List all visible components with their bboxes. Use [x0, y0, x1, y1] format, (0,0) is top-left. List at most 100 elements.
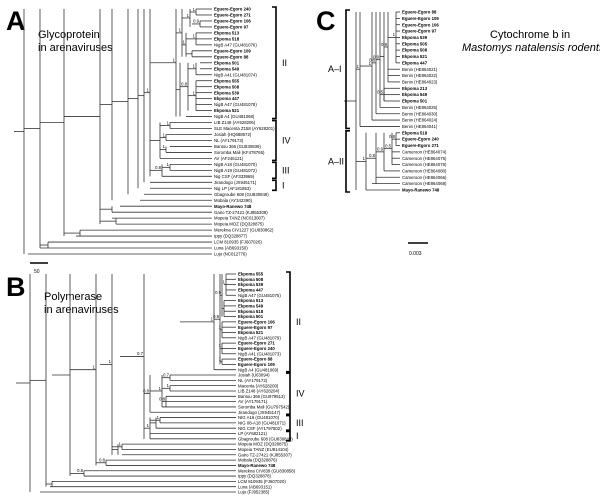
support-value: 0.8	[77, 468, 83, 473]
taxon-label: NL (AY179172)	[238, 378, 268, 383]
taxon-label: Soromba Mali (GU797542)	[238, 405, 290, 410]
support-value: 1	[193, 64, 196, 69]
taxon-label: Eguere-Egoro 240	[214, 7, 251, 12]
clade-bracket	[345, 9, 350, 130]
support-value: 1	[187, 13, 190, 18]
taxon-label: Eguere-Egoro 88	[214, 54, 249, 59]
panel-c-scale-label: 0.003	[409, 251, 422, 257]
taxon-label: Bantou 366 (GU830839)	[214, 144, 261, 149]
taxon-label: Ekpoma 501	[238, 314, 264, 319]
taxon-label: Ekpoma 521	[214, 108, 240, 113]
support-value: 1	[393, 32, 396, 37]
taxon-label: Ekpoma 521	[402, 54, 428, 59]
panel-c-letter: C	[316, 6, 336, 36]
clade-bracket	[286, 372, 291, 416]
taxon-label: NIG CSF (AY1797502)	[238, 426, 282, 431]
taxon-label: NigB A47 (GU481075)	[238, 293, 281, 298]
clade-bracket	[272, 179, 277, 192]
support-value: 0.8	[99, 458, 105, 463]
clade-label: IV	[282, 135, 291, 145]
support-value: 0.5	[377, 89, 383, 94]
clade-label: A–II	[328, 156, 344, 166]
taxon-label: Benin (HE864024)	[402, 118, 438, 123]
taxon-label: Eguere-Egoro 271	[238, 341, 275, 346]
taxon-label: Benin (HE864030)	[402, 111, 438, 116]
panel-b-title-line-2: in arenaviruses	[44, 304, 119, 316]
taxon-label: Ekpoma 518	[214, 36, 240, 41]
taxon-label: NigB A47 (GU481076)	[214, 42, 257, 47]
taxon-label: Ekpoma 508	[214, 84, 240, 89]
taxon-label: Eguere-Egoro 97	[402, 29, 437, 34]
support-value: 0.9	[381, 42, 387, 47]
clade-bracket	[272, 119, 277, 162]
support-value: 0.8	[389, 134, 395, 139]
taxon-label: Ekpoma 501	[214, 60, 240, 65]
taxon-label: Mayo-Ranewo 748	[214, 204, 252, 209]
taxon-label: Mopeia MOZ (DQ328875)	[214, 222, 264, 227]
taxon-label: Ippy (DQ328877)	[214, 234, 248, 239]
taxon-label: Eguere-Egoro 271	[402, 143, 439, 148]
taxon-label: Eguere-Egoro 106	[238, 319, 275, 324]
taxon-label: Benin (HE864021)	[402, 67, 438, 72]
taxon-label: Josiah (U63094)	[238, 373, 270, 378]
clade-bracket	[272, 161, 277, 180]
panel-c-title-line-2: Mastomys natalensis rodents	[462, 42, 600, 54]
taxon-label: Mayo-Ranewo 748	[238, 463, 276, 468]
support-value: 0.8	[369, 58, 375, 63]
taxon-label: Nig LP (AF181853)	[214, 186, 251, 191]
taxon-label: Ekpoma 518	[238, 309, 264, 314]
taxon-label: Mopeia TANZ (NC013007)	[214, 216, 265, 221]
taxon-label: Ekpoma 518	[402, 130, 428, 135]
taxon-label: Gairo TZ-27421 (KJ855308)	[214, 210, 268, 215]
taxon-label: Ekpoma 447	[238, 288, 264, 293]
clade-label: IV	[296, 389, 305, 399]
support-value: 0.9	[193, 19, 199, 24]
clade-label: I	[282, 180, 285, 190]
support-value: 1	[211, 317, 214, 322]
panel-c-title-line-1: Cytochrome b in	[490, 29, 570, 41]
taxon-label: Ekpoma 555	[238, 272, 264, 277]
taxon-label: Ekpoma 539	[238, 282, 264, 287]
support-value: 1	[119, 442, 122, 447]
taxon-label: NigB A41 (GU481074)	[214, 72, 257, 77]
support-value: 1	[369, 61, 372, 66]
taxon-label: Gairo TZ-27421 (KJ855307)	[238, 452, 292, 457]
support-value: 0.8	[159, 396, 165, 401]
taxon-label: Macenta (AY628200)	[238, 383, 279, 388]
taxon-label: NigB A47 (GU481078)	[214, 102, 257, 107]
support-value: 0.9	[215, 290, 221, 295]
taxon-label: Eguere-Egoro 88	[238, 357, 273, 362]
panel-a-letter: A	[6, 6, 26, 36]
taxon-label: Eguere-Egoro 240	[238, 346, 275, 351]
support-value: 1	[167, 120, 170, 125]
support-value: 0.7	[137, 351, 143, 356]
taxon-label: Cameroon (HE864074)	[402, 149, 447, 154]
taxon-label: Cameroon (HE864080)	[402, 169, 447, 174]
taxon-label: Ekpoma 549	[402, 92, 428, 97]
taxon-label: Ekpoma 549	[238, 304, 264, 309]
taxon-label: Gbagroube 608 (GU830849)	[238, 436, 293, 441]
taxon-label: Cameroon (HE864075)	[402, 156, 447, 161]
support-value: 0.7	[163, 372, 169, 377]
panel-a-title-line-1: Glycoprotein	[38, 29, 100, 41]
taxon-label: NL (AY179173)	[214, 138, 244, 143]
panel-a-scale-label: 50	[34, 269, 40, 275]
clade-bracket	[286, 430, 291, 442]
support-value: 1	[109, 359, 112, 364]
taxon-label: Jirandogo (JX945147)	[238, 410, 281, 415]
taxon-label: LCM 810935 (FJ607020)	[238, 479, 286, 484]
support-value: 1	[147, 87, 150, 92]
taxon-label: Bantou 366 (GU979513)	[238, 394, 285, 399]
taxon-label: Jirandogo (JX945171)	[214, 180, 257, 185]
taxon-label: Eguere-Egoro 97	[214, 25, 249, 30]
taxon-label: Lujo (FJ952385)	[238, 490, 270, 495]
support-value: 1	[173, 58, 176, 63]
support-value: 0.8	[143, 388, 149, 393]
support-value: 1	[167, 162, 170, 167]
support-value: 0.9	[377, 147, 383, 152]
support-value: 1	[93, 365, 96, 370]
taxon-label: Ekpoma 513	[214, 31, 240, 36]
taxon-label: LCM 810935 (FJ607026)	[214, 240, 262, 245]
